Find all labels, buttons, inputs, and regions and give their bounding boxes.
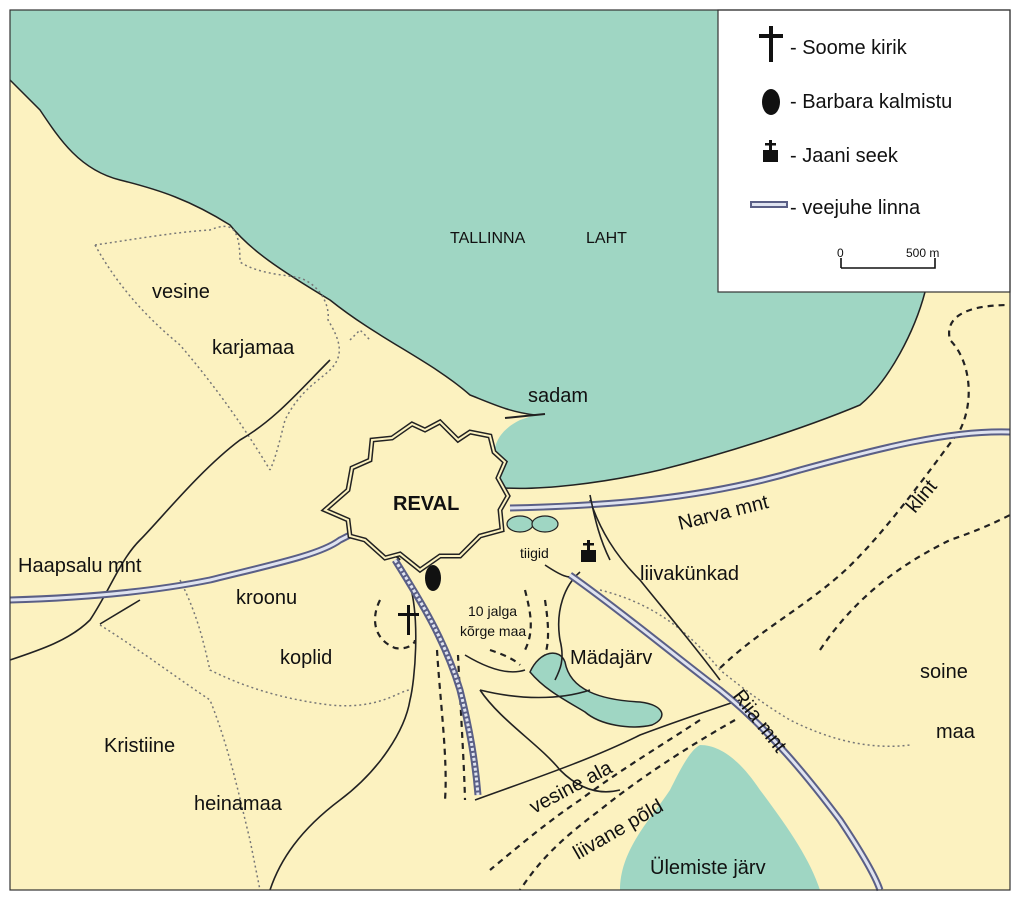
scale-bar: 0 500 m: [837, 246, 939, 269]
label-soine: soine: [920, 661, 968, 683]
coastline: [9, 79, 536, 416]
label-tallinna: TALLINNA: [450, 230, 526, 247]
label-ulemiste: Ülemiste järv: [650, 857, 766, 879]
label-vesine: vesine: [152, 281, 210, 303]
label-madajarv: Mädajärv: [570, 647, 652, 669]
map-frame: [9, 9, 1011, 891]
pond-1: [506, 515, 534, 533]
cross-icon: [759, 26, 783, 62]
dotted-boundaries: [94, 225, 911, 891]
scale-start: 0: [837, 246, 844, 260]
lake-madajarv: [529, 652, 663, 728]
label-tiigid: tiigid: [520, 545, 549, 561]
label-liivakunkad: liivakünkad: [640, 563, 739, 585]
label-kristiine: Kristiine: [104, 735, 175, 757]
jaani-seek-icon: [581, 540, 596, 562]
small-cross-house-icon: [763, 140, 778, 162]
label-heinamaa: heinamaa: [194, 793, 283, 815]
harbour-pier: [504, 413, 546, 419]
label-koplid: koplid: [280, 647, 332, 669]
legend-label-barbara-kalmistu: - Barbara kalmistu: [790, 91, 952, 113]
oval-icon: [762, 89, 780, 115]
lake-ulemiste: [620, 745, 820, 890]
reval-fortress: [320, 418, 511, 574]
label-korge-maa: kõrge maa: [460, 623, 526, 639]
label-haapsalu-mnt: Haapsalu mnt: [18, 555, 142, 577]
label-sadam: sadam: [528, 385, 588, 407]
legend: - Soome kirik - Barbara kalmistu - Jaani…: [717, 9, 1011, 293]
legend-label-soome-kirik: - Soome kirik: [790, 37, 908, 59]
label-karjamaa: karjamaa: [212, 337, 295, 359]
label-10-jalga: 10 jalga: [468, 603, 517, 619]
pond-2: [531, 515, 559, 533]
scale-end: 500 m: [906, 246, 939, 260]
aqueduct-line-icon: [750, 201, 788, 208]
label-kroonu: kroonu: [236, 587, 297, 609]
label-laht: LAHT: [586, 230, 627, 247]
road-connector: [589, 494, 611, 561]
legend-label-veejuhe-linna: - veejuhe linna: [790, 197, 921, 219]
barbara-cemetery-oval-icon: [425, 565, 441, 591]
label-maa: maa: [936, 721, 976, 743]
label-reval: REVAL: [393, 493, 459, 515]
legend-label-jaani-seek: - Jaani seek: [790, 145, 899, 167]
soome-kirik-cross-icon: [398, 605, 419, 635]
coastline-east: [504, 291, 926, 490]
